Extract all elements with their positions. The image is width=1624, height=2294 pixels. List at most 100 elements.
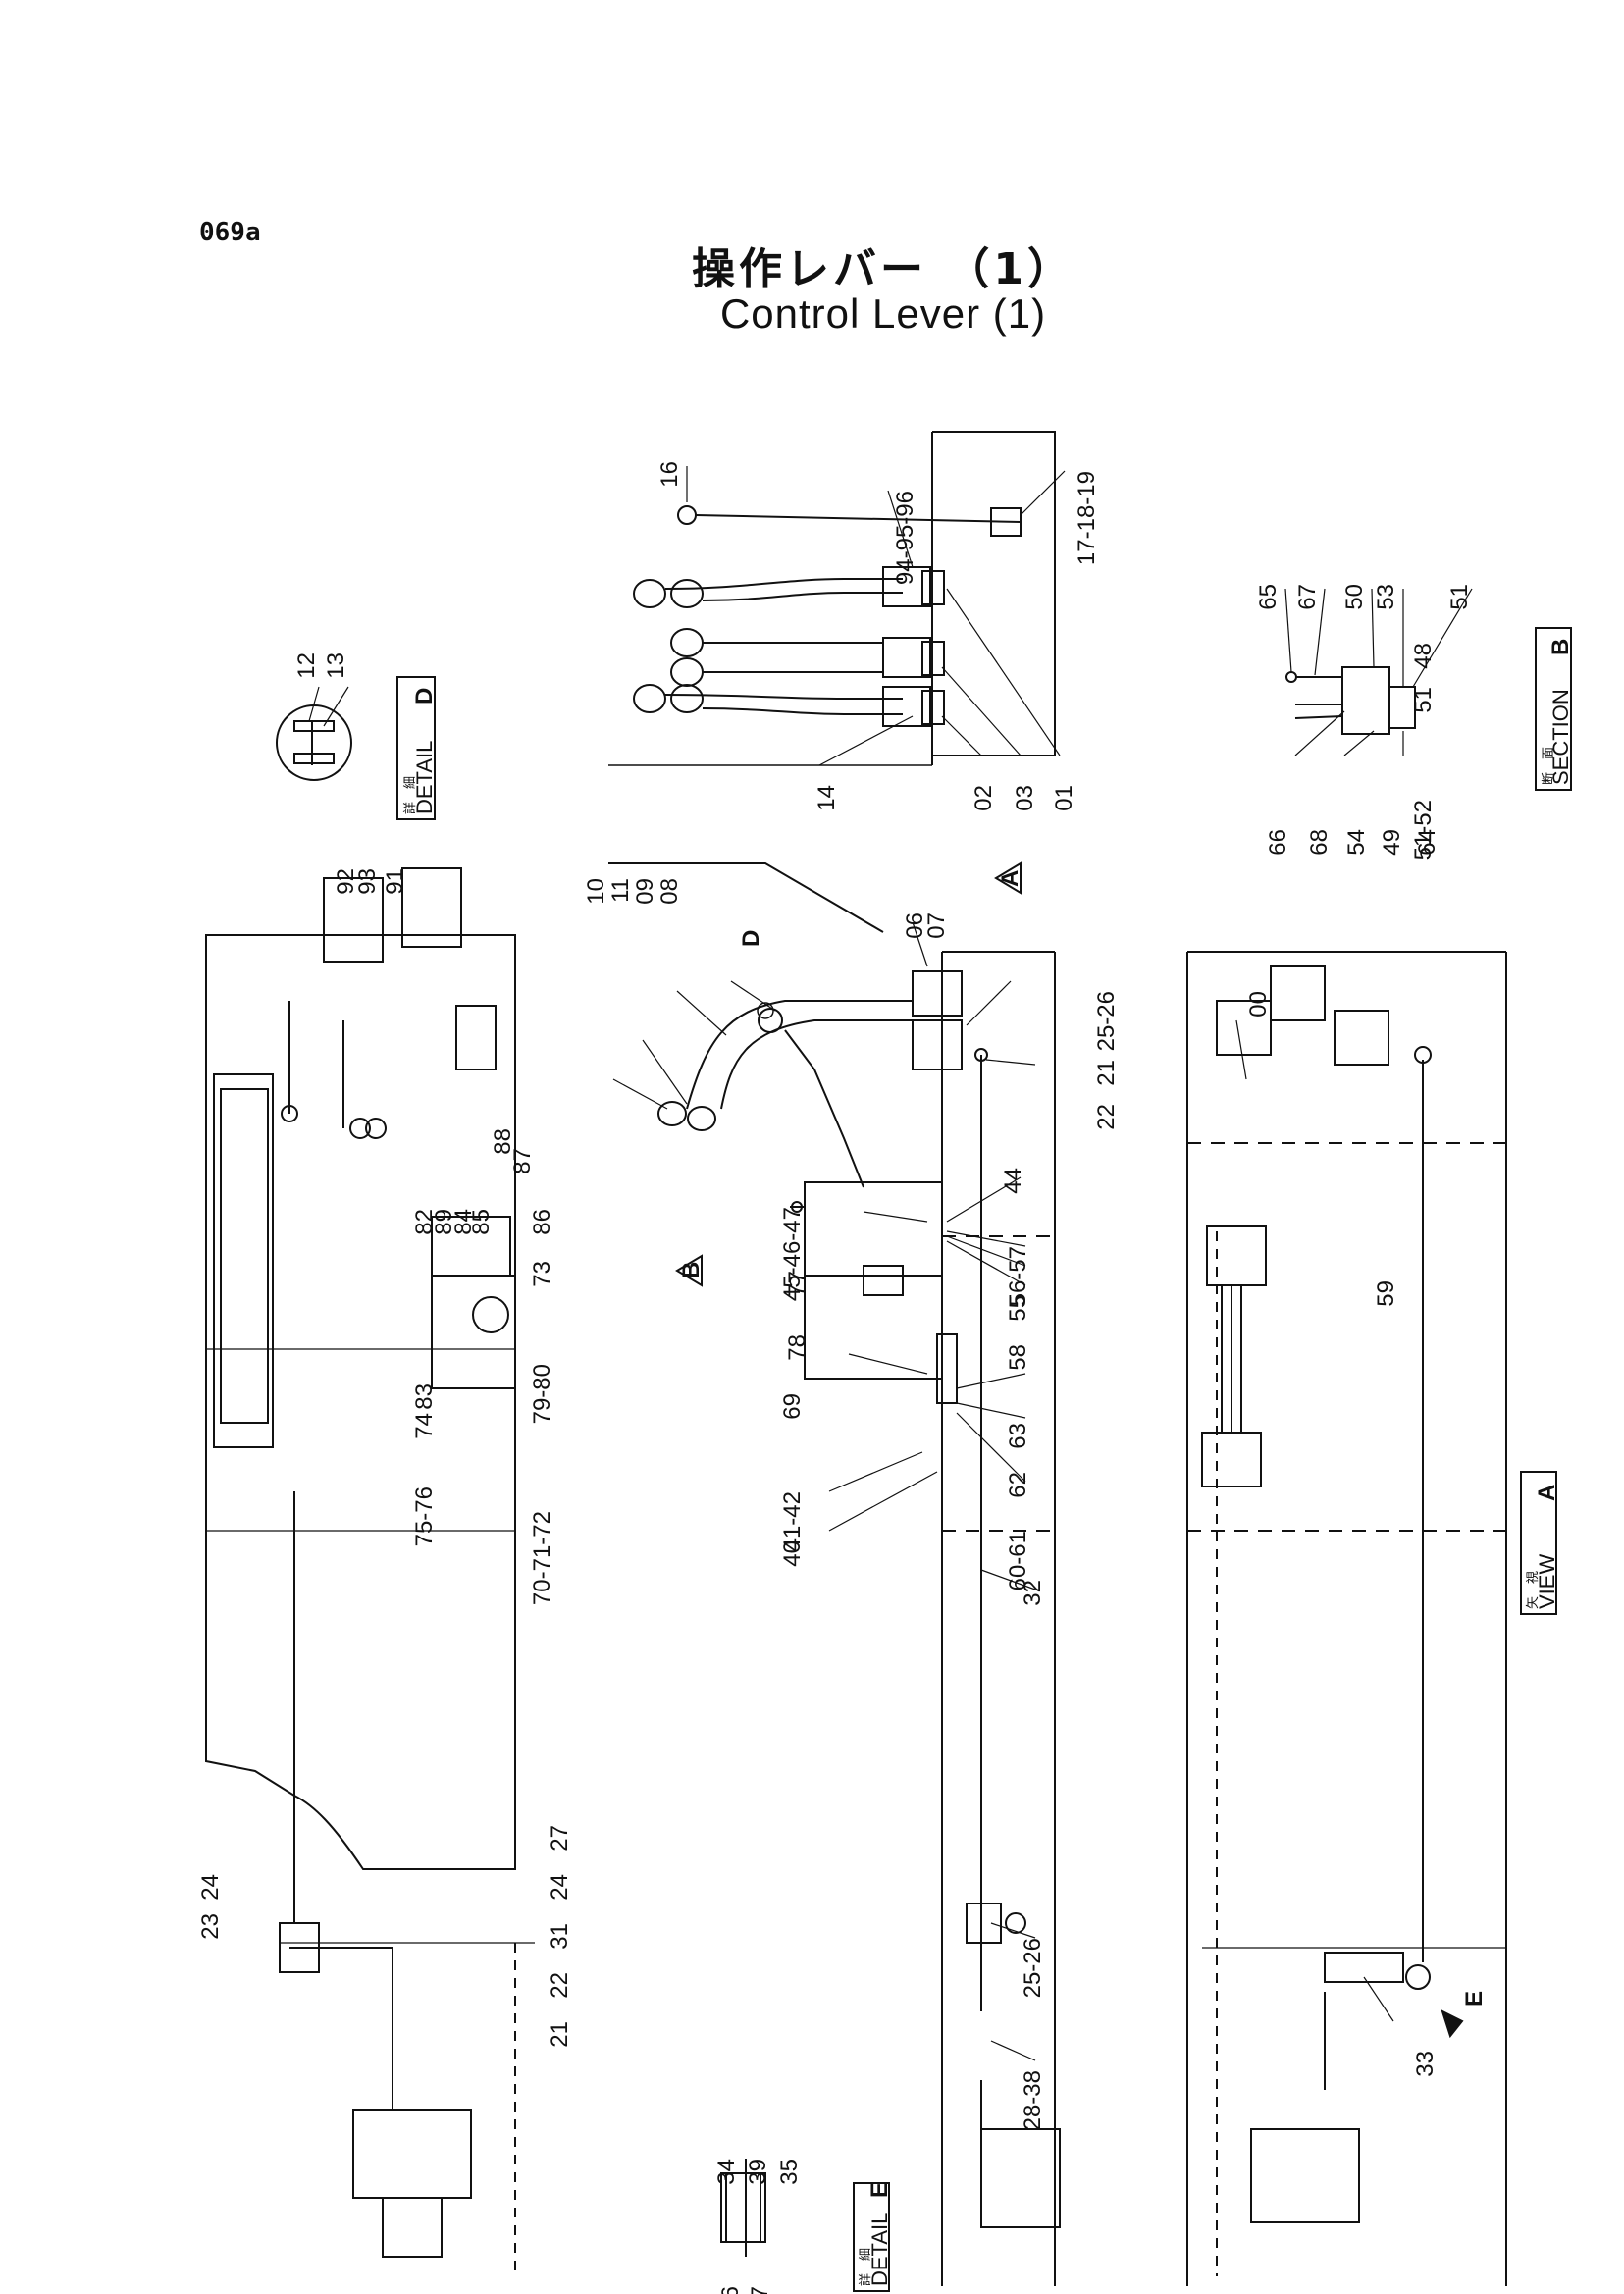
part-callout: 65: [1255, 584, 1282, 610]
part-callout: 00: [1245, 991, 1272, 1017]
part-callout: 67: [1294, 584, 1321, 610]
part-callout: 73: [529, 1261, 555, 1287]
part-callout: 03: [1012, 785, 1038, 811]
view-a-drawing: [1186, 951, 1557, 2286]
part-callout: 09: [632, 878, 658, 905]
part-callout: 33: [1412, 2051, 1439, 2077]
part-callout: 40: [779, 1540, 806, 1567]
detail-e-drawing: [720, 2159, 890, 2292]
view-a-word: VIEW: [1535, 1554, 1559, 1609]
part-callout: 02: [970, 785, 997, 811]
detail-part-callout: 35: [776, 2159, 803, 2185]
part-callout: 54: [1343, 829, 1370, 856]
part-callout: 84: [450, 1209, 477, 1235]
part-callout: 24: [197, 1874, 224, 1901]
part-callout: 68: [1306, 829, 1333, 856]
left-cabinet-drawing: [205, 867, 535, 2276]
part-callout: 11: [607, 878, 634, 903]
detail-e-letter: E: [866, 2182, 893, 2198]
view-arrow-markers: [675, 861, 1464, 2039]
part-callout: 55: [1005, 1295, 1031, 1322]
part-callout: 44: [1000, 1168, 1026, 1194]
part-callout: 51-52: [1410, 800, 1437, 860]
part-callout: 28-38: [1020, 2070, 1046, 2130]
part-callout: 60-61: [1005, 1531, 1031, 1590]
part-callout: 59: [1373, 1280, 1399, 1307]
view-a-letter: A: [1534, 1485, 1560, 1501]
center-view-drawing: [608, 862, 1061, 2286]
part-callout: 07: [923, 912, 950, 939]
detail-e-box: 詳 細 DETAIL E: [858, 2182, 893, 2286]
detail-d-small: 詳 細: [402, 776, 418, 814]
part-callout: 01: [1051, 785, 1077, 811]
part-callout: 16: [656, 461, 683, 488]
view-a-box: 矢 視 VIEW A: [1526, 1485, 1560, 1609]
part-callout: 89: [431, 1209, 457, 1235]
part-callout: 21: [547, 2021, 573, 2048]
detail-part-callout: 39: [745, 2159, 771, 2185]
part-callout: 77: [784, 1271, 811, 1297]
title-english: Control Lever (1): [719, 290, 1047, 337]
part-callout: 86: [529, 1209, 555, 1235]
section-b-letter: B: [1547, 639, 1574, 655]
part-callout: 49: [1379, 829, 1405, 856]
section-b-small: 断 面: [1542, 747, 1556, 785]
detail-part-callout: 34: [713, 2159, 740, 2185]
part-callout: 31: [547, 1923, 573, 1950]
part-callout: 85: [468, 1209, 495, 1235]
marker-b: B: [678, 1262, 705, 1278]
part-callout: 88: [490, 1128, 516, 1155]
section-b-box: 断 面 SECTION B: [1542, 639, 1574, 785]
part-callout: 23: [197, 1913, 224, 1940]
part-callout: 06: [902, 912, 928, 939]
part-callout: 53: [1373, 584, 1399, 610]
part-callout: 45-46-47: [779, 1207, 806, 1301]
part-callout: 41-42: [779, 1491, 806, 1551]
part-callout: 74: [411, 1413, 438, 1439]
detail-d-word: DETAIL: [412, 741, 437, 814]
marker-a: A: [997, 870, 1023, 887]
detail-d-letter: D: [411, 688, 438, 704]
marker-e: E: [1461, 1991, 1488, 2007]
part-callout: 58: [1005, 1344, 1031, 1371]
part-callout: 70-71-72: [529, 1511, 555, 1605]
part-callout: 82: [411, 1209, 438, 1235]
detail-part-callout: 36: [717, 2286, 744, 2294]
part-callout: 27: [547, 1825, 573, 1851]
part-callout: 32: [1020, 1580, 1046, 1606]
detail-part-callout: 37: [747, 2286, 773, 2294]
part-callout: 62: [1005, 1472, 1031, 1498]
part-callout: 91: [382, 868, 408, 895]
part-callout: 22: [1093, 1104, 1120, 1130]
part-callout: 87: [509, 1148, 536, 1174]
part-callout: 93: [354, 868, 381, 895]
marker-d: D: [738, 930, 764, 947]
part-callout: 92: [333, 868, 359, 895]
part-callout: 56-57: [1005, 1246, 1031, 1306]
part-callout: 48: [1410, 643, 1437, 669]
part-callout: 63: [1005, 1423, 1031, 1449]
detail-d-drawing: [276, 676, 436, 820]
top-console-drawing: [608, 431, 1066, 766]
part-callout: 69: [779, 1393, 806, 1420]
part-callout: 75-76: [411, 1486, 438, 1546]
part-callout: 25-26: [1020, 1938, 1046, 1998]
detail-e-word: DETAIL: [867, 2213, 892, 2286]
part-callout: 10: [583, 878, 609, 905]
detail-part-callout: 12: [293, 652, 320, 679]
part-callout: 21: [1093, 1060, 1120, 1086]
part-callout: 50: [1341, 584, 1368, 610]
part-callout: 14: [813, 785, 840, 811]
part-callout: 94-95-96: [892, 491, 918, 585]
section-b-drawing: [1284, 588, 1572, 791]
part-callout: 51: [1446, 584, 1473, 610]
part-callout: 83: [411, 1383, 438, 1410]
part-callout: 22: [547, 1972, 573, 1999]
part-callout: 17-18-19: [1074, 471, 1100, 565]
title-japanese: 操作レバー （1）: [692, 244, 1074, 294]
part-callout: 79-80: [529, 1364, 555, 1424]
part-callout: 66: [1265, 829, 1291, 856]
detail-d-box: 詳 細 DETAIL D: [402, 688, 438, 814]
part-callout: 78: [784, 1334, 811, 1361]
